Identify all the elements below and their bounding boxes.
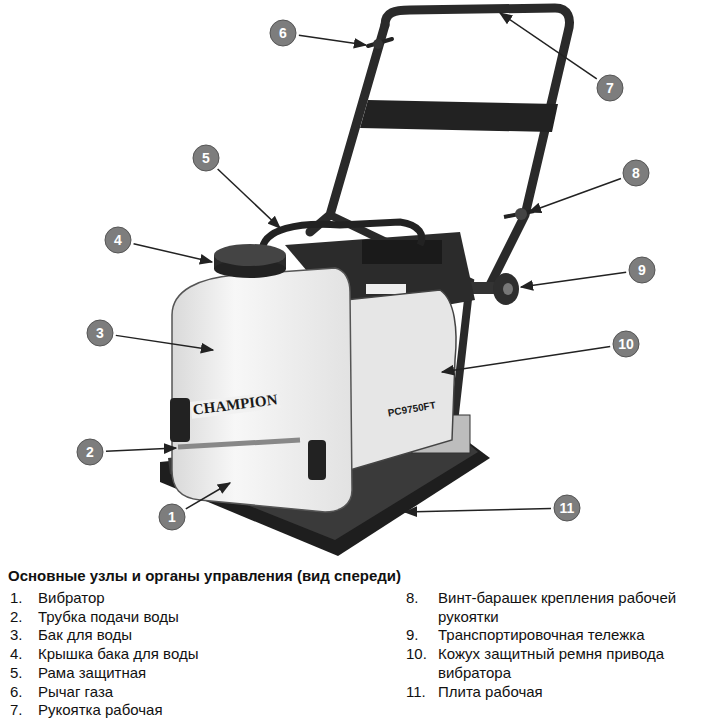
part-name: Кожух защитный ремня привода вибратора — [438, 645, 710, 682]
callout-number: 1 — [158, 503, 186, 531]
part-name: Плита рабочая — [438, 683, 710, 702]
callout-number: 8 — [622, 159, 650, 187]
item-number: 8. — [406, 589, 436, 608]
callout-circle — [77, 439, 103, 465]
part-name: Крышка бака для воды — [38, 645, 378, 664]
callout-number: 4 — [104, 226, 132, 254]
callout-circle — [623, 160, 649, 186]
callout-circle — [597, 75, 623, 101]
sticker — [366, 284, 406, 294]
callout-number: 3 — [86, 319, 114, 347]
callout-number: 7 — [596, 74, 624, 102]
wheel — [493, 273, 519, 305]
wheel-hub — [503, 283, 513, 295]
wing-screw — [515, 208, 527, 220]
leader-line — [442, 346, 610, 372]
item-number: 4. — [10, 645, 36, 664]
item-number: 7. — [10, 701, 36, 720]
leader-line — [521, 272, 626, 287]
water-pipe — [178, 440, 300, 447]
leader-line — [500, 13, 597, 79]
part-name: Винт-барашек крепления рабочей рукоятки — [438, 589, 710, 626]
leader-line — [529, 178, 621, 212]
item-number: 10. — [406, 645, 436, 664]
callout-circle — [159, 504, 185, 530]
callout-number: 11 — [553, 494, 581, 522]
callout-number: 4 — [104, 226, 132, 254]
callout-number: 10 — [612, 330, 640, 358]
part-name: Транспортировочная тележка — [438, 626, 710, 645]
callout-number: 5 — [192, 144, 220, 172]
fuel-tank — [362, 240, 442, 264]
callout-number: 6 — [269, 19, 297, 47]
handle-rail — [310, 25, 385, 232]
callout-number: 9 — [628, 256, 656, 284]
leader-line — [299, 35, 366, 45]
callout-circle — [87, 320, 113, 346]
leader-lines — [106, 13, 626, 512]
leader-line — [116, 335, 213, 350]
callout-number: 10 — [612, 330, 640, 358]
item-number: 6. — [10, 683, 36, 702]
item-number: 1. — [10, 589, 36, 608]
callout-circle — [554, 495, 580, 521]
item-number: 9. — [406, 626, 436, 645]
trolley — [470, 273, 519, 305]
leader-line — [106, 448, 176, 451]
callout-number: 5 — [192, 144, 220, 172]
item-number: 11. — [406, 683, 436, 702]
callout-number: 1 — [158, 503, 186, 531]
callout-circle — [105, 227, 131, 253]
item-number: 3. — [10, 626, 36, 645]
callout-circle — [193, 145, 219, 171]
callout-number: 6 — [269, 19, 297, 47]
throttle-lever — [373, 39, 383, 49]
tank-cap — [214, 244, 286, 266]
callout-circle — [270, 20, 296, 46]
part-name: Рычаг газа — [38, 683, 378, 702]
part-name: Рукоятка рабочая — [38, 701, 378, 720]
belt-guard — [345, 290, 456, 470]
callout-number: 2 — [76, 438, 104, 466]
leader-line — [405, 508, 551, 512]
callout-circle — [613, 331, 639, 357]
tank-bracket — [308, 440, 326, 480]
tank-bracket — [170, 398, 190, 442]
leader-line — [134, 244, 212, 262]
handle-plate — [360, 100, 558, 132]
callout-circle — [629, 257, 655, 283]
part-name: Вибратор — [38, 589, 378, 608]
callout-number: 9 — [628, 256, 656, 284]
leader-line — [218, 169, 280, 228]
callout-number: 11 — [553, 494, 581, 522]
part-name: Бак для воды — [38, 626, 378, 645]
item-number: 5. — [10, 664, 36, 683]
leader-line — [186, 483, 230, 509]
tank-body — [172, 268, 352, 512]
callout-number: 2 — [76, 438, 104, 466]
part-name: Трубка подачи воды — [38, 608, 378, 627]
callout-number: 8 — [622, 159, 650, 187]
part-name: Рама защитная — [38, 664, 378, 683]
protective-frame — [262, 222, 422, 252]
item-number: 2. — [10, 608, 36, 627]
title: Основные узлы и органы управления (вид с… — [8, 566, 401, 586]
water-tank — [170, 244, 352, 512]
callout-number: 7 — [596, 74, 624, 102]
callout-number: 3 — [86, 319, 114, 347]
